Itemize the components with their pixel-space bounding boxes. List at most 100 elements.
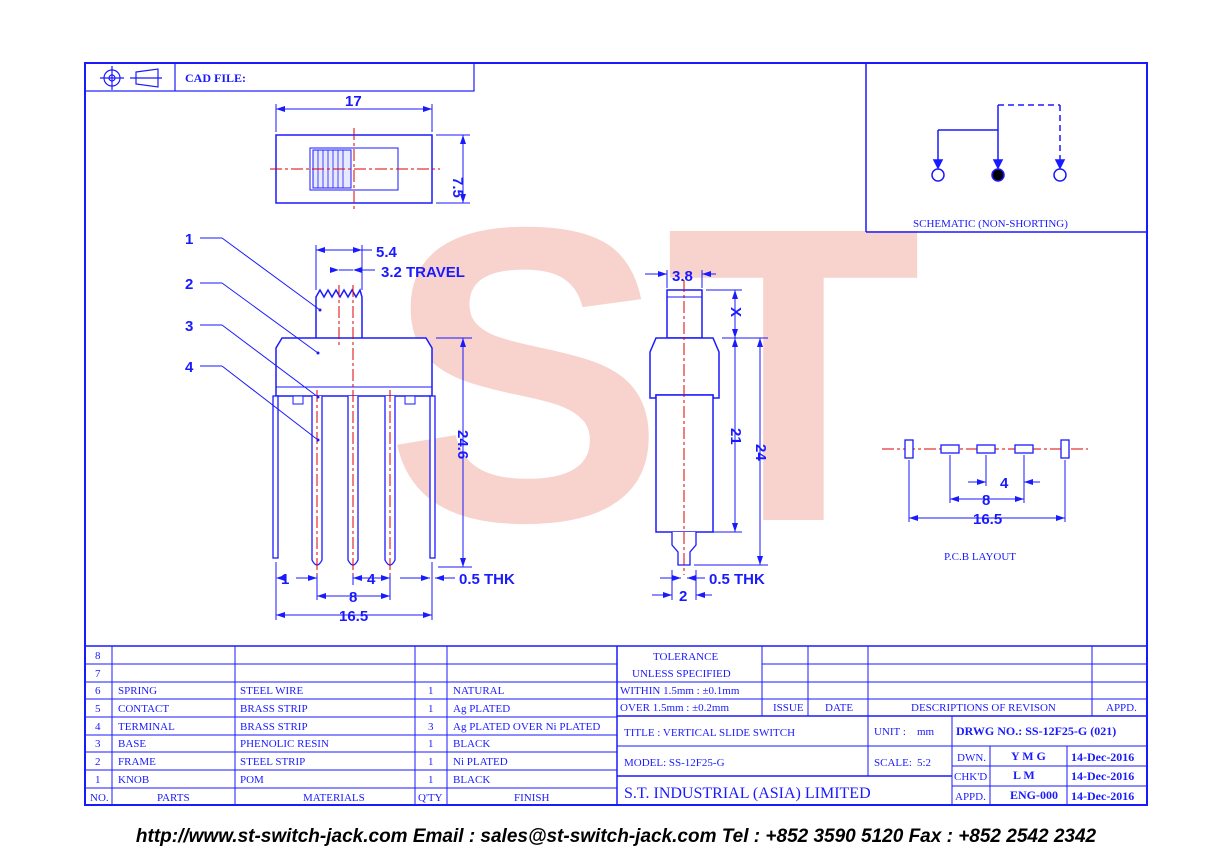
company-name: S.T. INDUSTRIAL (ASIA) LIMITED (624, 785, 871, 802)
tolerance-block: TOLERANCE UNLESS SPECIFIED WITHIN 1.5mm … (620, 651, 740, 714)
svg-text:NO.: NO. (90, 792, 109, 804)
bom-row: 6 SPRING STEEL WIRE 1 NATURAL (95, 685, 505, 697)
model-number: MODEL: SS-12F25-G (624, 757, 725, 769)
chkd-date: 14-Dec-2016 (1071, 769, 1134, 783)
revision-issue: ISSUE (773, 702, 804, 714)
svg-text:BLACK: BLACK (453, 738, 490, 750)
svg-text:1: 1 (428, 738, 434, 750)
drawing-number: DRWG NO.: SS-12F25-G (021) (956, 724, 1116, 738)
svg-text:3: 3 (428, 721, 434, 733)
tolerance-title: TOLERANCE (653, 651, 718, 663)
svg-text:MATERIALS: MATERIALS (303, 792, 365, 804)
drawing-title: TITLE : VERTICAL SLIDE SWITCH (624, 727, 795, 739)
svg-text:4: 4 (95, 721, 101, 733)
tolerance-over: OVER 1.5mm : ±0.2mm (620, 702, 729, 714)
svg-text:BRASS STRIP: BRASS STRIP (240, 703, 308, 715)
front-height-dim: 24.6 (454, 430, 471, 459)
pin-pitch-left-dim: 1 (281, 571, 289, 588)
bom-table: 8 7 6 SPRING STEEL WIRE 1 NATURAL 5 CONT… (90, 650, 600, 804)
svg-text:CONTACT: CONTACT (118, 703, 169, 715)
dwn-value: Y M G (1011, 749, 1046, 763)
scale-value: 5:2 (917, 757, 931, 769)
pcb-span-dim: 8 (982, 492, 990, 509)
sheet-border (84, 62, 1148, 806)
cad-header: CAD FILE: (84, 62, 475, 92)
bom-row: 7 (95, 668, 101, 680)
contact-footer: http://www.st-switch-jack.com Email : sa… (135, 826, 1097, 847)
svg-text:Ag PLATED: Ag PLATED (453, 703, 510, 715)
side-x-dim: X (727, 307, 744, 317)
revision-block: ISSUE DATE DESCRIPTIONS OF REVISON APPD. (773, 702, 1137, 714)
front-span-dim: 8 (349, 589, 357, 606)
top-width-dim: 17 (345, 93, 362, 110)
scale-label: SCALE: (874, 757, 912, 769)
revision-date: DATE (825, 702, 853, 714)
svg-text:BLACK: BLACK (453, 774, 490, 786)
appd-date: 14-Dec-2016 (1071, 789, 1134, 803)
svg-text:STEEL WIRE: STEEL WIRE (240, 685, 304, 697)
chkd-label: CHK'D (954, 771, 987, 783)
svg-text:BRASS STRIP: BRASS STRIP (240, 721, 308, 733)
revision-appd: APPD. (1106, 702, 1137, 714)
svg-text:NATURAL: NATURAL (453, 685, 505, 697)
schematic-caption: SCHEMATIC (NON-SHORTING) (913, 218, 1068, 230)
dwn-label: DWN. (957, 752, 986, 764)
svg-text:1: 1 (428, 774, 434, 786)
svg-text:1: 1 (428, 685, 434, 697)
svg-text:7: 7 (95, 668, 101, 680)
svg-text:3: 3 (95, 738, 101, 750)
unit-value: mm (917, 726, 935, 738)
svg-text:1: 1 (428, 756, 434, 768)
svg-text:STEEL STRIP: STEEL STRIP (240, 756, 305, 768)
appd-label: APPD. (955, 791, 986, 803)
svg-text:FINISH: FINISH (514, 792, 550, 804)
svg-text:6: 6 (95, 685, 101, 697)
side-pin-width-dim: 2 (679, 588, 687, 605)
bom-row: 3 BASE PHENOLIC RESIN 1 BLACK (95, 738, 490, 750)
pcb-caption: P.C.B LAYOUT (944, 551, 1016, 563)
chkd-value: L M (1013, 768, 1035, 782)
side-view: 3.8 X 21 24 0.5 THK 2 (645, 268, 769, 605)
callout-3: 3 (185, 318, 193, 335)
schematic-panel (865, 63, 1147, 233)
dwn-date: 14-Dec-2016 (1071, 750, 1134, 764)
pin-pitch-right-dim: 4 (367, 571, 376, 588)
cad-file-label: CAD FILE: (185, 71, 246, 85)
side-total-height-dim: 24 (752, 444, 769, 461)
front-view: 5.4 3.2 TRAVEL 1 2 3 4 24.6 (185, 231, 515, 625)
svg-text:PHENOLIC RESIN: PHENOLIC RESIN (240, 738, 329, 750)
pcb-pitch-dim: 4 (1000, 475, 1009, 492)
pcb-overall-dim: 16.5 (973, 511, 1002, 528)
front-thickness-dim: 0.5 THK (459, 571, 515, 588)
top-height-dim: 7.5 (449, 177, 466, 198)
unit-label: UNIT : (874, 726, 906, 738)
svg-text:Ni PLATED: Ni PLATED (453, 756, 508, 768)
bom-row: 1 KNOB POM 1 BLACK (95, 774, 490, 786)
svg-text:Ag PLATED OVER Ni PLATED: Ag PLATED OVER Ni PLATED (453, 721, 600, 733)
front-overall-dim: 16.5 (339, 608, 368, 625)
travel-dim: 3.2 TRAVEL (381, 264, 465, 281)
bom-header: NO. PARTS MATERIALS Q'TY FINISH (90, 792, 550, 804)
title-block (85, 645, 1147, 805)
bom-row: 4 TERMINAL BRASS STRIP 3 Ag PLATED OVER … (95, 721, 600, 733)
projection-symbol-icon (100, 66, 162, 90)
bom-row: 2 FRAME STEEL STRIP 1 Ni PLATED (95, 756, 508, 768)
svg-text:5: 5 (95, 703, 101, 715)
title-texts: TITLE : VERTICAL SLIDE SWITCH MODEL: SS-… (624, 724, 1134, 803)
svg-text:SPRING: SPRING (118, 685, 157, 697)
knob-width-dim: 5.4 (376, 244, 398, 261)
svg-text:2: 2 (95, 756, 101, 768)
top-view: 17 7.5 (270, 93, 470, 210)
svg-text:1: 1 (428, 703, 434, 715)
callout-2: 2 (185, 276, 193, 293)
callout-1: 1 (185, 231, 193, 248)
svg-text:1: 1 (95, 774, 101, 786)
bom-row: 5 CONTACT BRASS STRIP 1 Ag PLATED (95, 703, 510, 715)
svg-text:KNOB: KNOB (118, 774, 149, 786)
svg-text:PARTS: PARTS (157, 792, 190, 804)
pcb-layout: 4 8 16.5 P.C.B LAYOUT (882, 439, 1088, 563)
tolerance-subtitle: UNLESS SPECIFIED (632, 668, 731, 680)
revision-desc: DESCRIPTIONS OF REVISON (911, 702, 1056, 714)
svg-text:Q'TY: Q'TY (418, 792, 443, 804)
